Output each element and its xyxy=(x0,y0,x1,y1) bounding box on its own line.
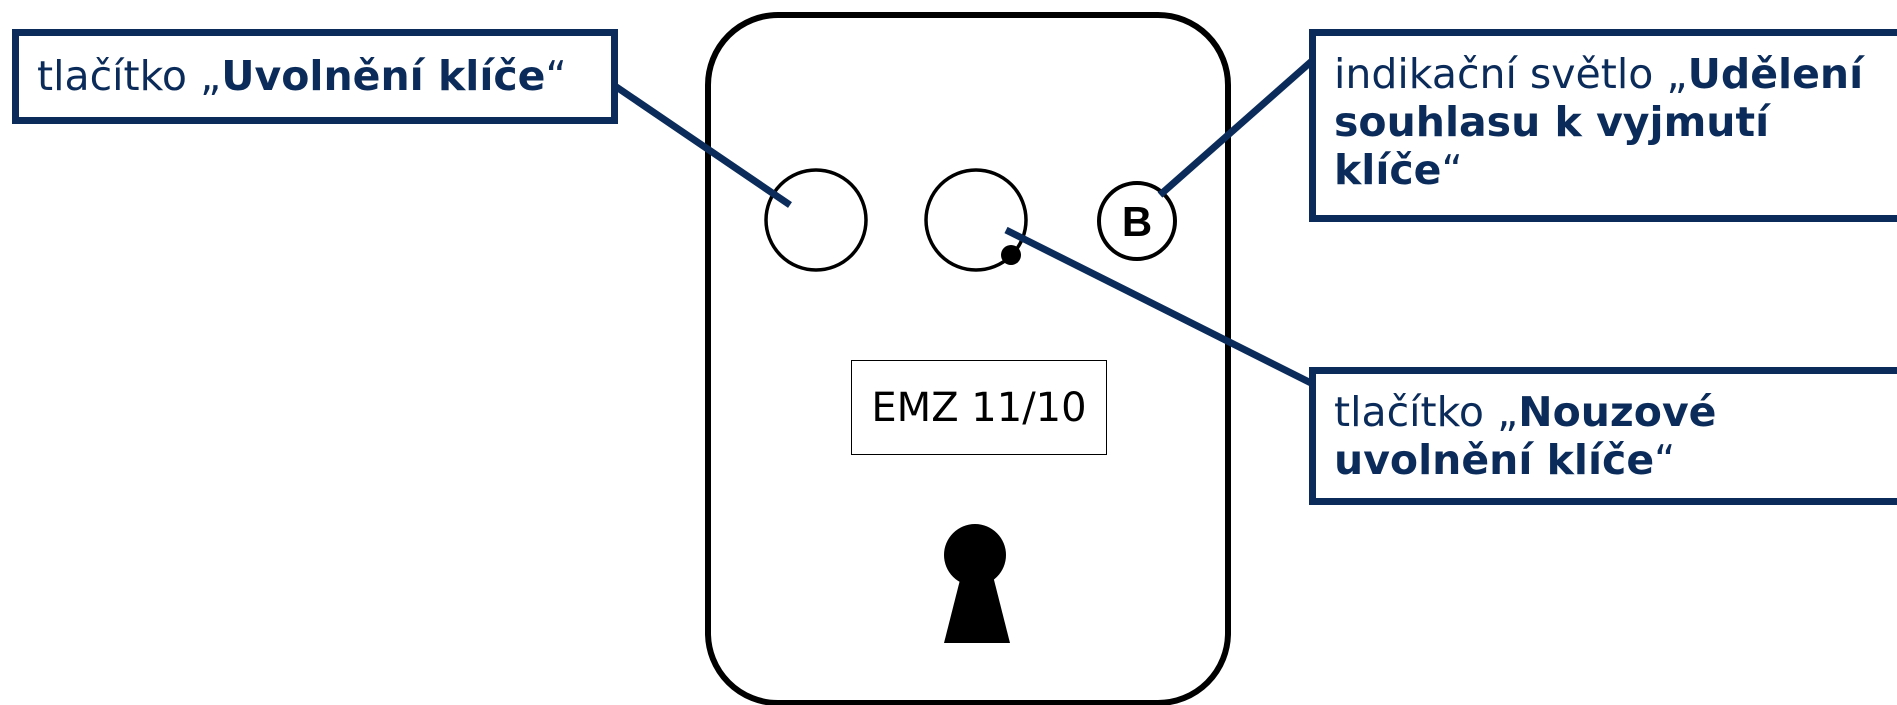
device-model-label: EMZ 11/10 xyxy=(851,360,1107,455)
callout-consent-suffix: “ xyxy=(1441,146,1463,194)
keyhole-icon xyxy=(944,524,1010,643)
callout-release-suffix: “ xyxy=(545,52,567,100)
emergency-button-circle xyxy=(924,168,1028,272)
callout-release-button: tlačítko „Uvolnění klíče“ xyxy=(12,29,618,124)
callout-release-bold: Uvolnění klíče xyxy=(221,52,546,100)
callout-emergency-prefix: tlačítko „ xyxy=(1334,388,1519,436)
callout-release-prefix: tlačítko „ xyxy=(37,52,222,100)
emergency-button-dot xyxy=(1001,245,1021,265)
callout-emergency-bold: Nouzové uvolnění klíče xyxy=(1334,388,1717,484)
leader-line-emergency xyxy=(1004,226,1315,388)
callout-consent-prefix: indikační světlo „ xyxy=(1334,50,1688,98)
callout-emergency-button: tlačítko „Nouzové uvolnění klíče“ xyxy=(1309,367,1897,505)
leader-line-release xyxy=(610,81,792,208)
callout-emergency-suffix: “ xyxy=(1654,436,1676,484)
leader-line-consent xyxy=(1157,57,1316,198)
indicator-light-letter: B xyxy=(1122,198,1152,245)
callout-consent-bold: Udělení souhlasu k vyjmutí klíče xyxy=(1334,50,1864,194)
indicator-light-circle xyxy=(1097,181,1177,261)
release-button-circle xyxy=(764,168,868,272)
callout-consent-light: indikační světlo „Udělení souhlasu k vyj… xyxy=(1309,29,1897,222)
